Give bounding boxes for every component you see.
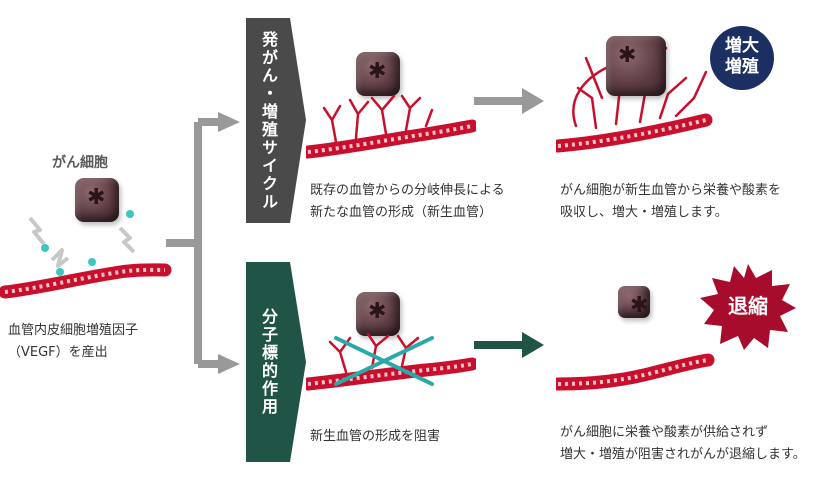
top-left-caption-line1: 既存の血管からの分岐伸長による — [310, 183, 505, 198]
cancer-cell-icon — [606, 36, 666, 96]
vegf-caption-line2: （VEGF）を産出 — [8, 345, 108, 360]
banner-carcinogenesis-cycle: 発がん・増殖サイクル — [246, 18, 290, 223]
bottom-right-caption: がん細胞に栄養や酸素が供給されず 増大・増殖が阻害されがんが退縮します。 — [560, 422, 806, 466]
banner-molecular-targeting: 分子標的作用 — [246, 262, 290, 462]
cancer-cell-icon — [75, 178, 119, 222]
blood-vessel-icon — [0, 263, 172, 299]
cancer-cell-icon — [618, 286, 650, 318]
vegf-caption-line1: 血管内皮細胞増殖因子 — [8, 323, 139, 338]
vegf-caption: 血管内皮細胞増殖因子 （VEGF）を産出 — [8, 320, 138, 364]
cancer-cell-icon — [356, 52, 400, 96]
angiogenesis-vessel-icon — [306, 94, 476, 159]
banner-bottom-point — [290, 262, 306, 462]
lightning-icon — [28, 216, 46, 246]
top-right-caption-line2: 吸収し、増大・増殖します。 — [560, 205, 728, 220]
arrow-right-icon — [474, 332, 544, 358]
cancer-cell-icon — [356, 292, 400, 336]
top-left-caption: 既存の血管からの分岐伸長による 新たな血管の形成（新生血管） — [310, 180, 505, 224]
vegf-signal-icons — [0, 210, 172, 299]
top-left-caption-line2: 新たな血管の形成（新生血管） — [310, 205, 493, 220]
top-right-caption: がん細胞が新生血管から栄養や酸素を 吸収し、増大・増殖します。 — [560, 180, 781, 224]
vegf-dot-icon — [41, 244, 49, 252]
banner-top-point — [290, 18, 306, 223]
banner-carcinogenesis-label: 発がん・増殖サイクル — [259, 30, 278, 211]
badge-growth-line2: 増殖 — [725, 57, 759, 77]
badge-growth-text: 増大 増殖 — [710, 36, 774, 78]
bottom-right-caption-line1: がん細胞に栄養や酸素が供給されず — [560, 425, 769, 440]
vegf-dot-icon — [126, 210, 134, 218]
cancer-cell-label: がん細胞 — [52, 155, 108, 171]
vegf-dot-icon — [56, 268, 64, 276]
blocked-angiogenesis-icon — [306, 332, 476, 391]
lightning-icon — [50, 248, 70, 268]
top-right-caption-line1: がん細胞が新生血管から栄養や酸素を — [560, 183, 782, 198]
cross-mark-icon — [334, 336, 434, 386]
lightning-icon — [118, 226, 136, 254]
banner-molecular-label: 分子標的作用 — [259, 308, 278, 416]
blood-vessel-icon — [556, 353, 715, 391]
bottom-right-caption-line2: 増大・増殖が阻害されがんが退縮します。 — [560, 447, 806, 462]
badge-regression-text: 退縮 — [728, 294, 768, 318]
vegf-dot-icon — [88, 258, 96, 266]
bottom-left-caption: 新生血管の形成を阻害 — [310, 429, 441, 444]
badge-growth-line1: 増大 — [725, 36, 759, 56]
badge-regression-shape — [700, 264, 796, 350]
badge-growth — [710, 26, 774, 90]
branch-arrow-icon — [166, 112, 240, 374]
arrow-right-icon — [474, 88, 544, 114]
